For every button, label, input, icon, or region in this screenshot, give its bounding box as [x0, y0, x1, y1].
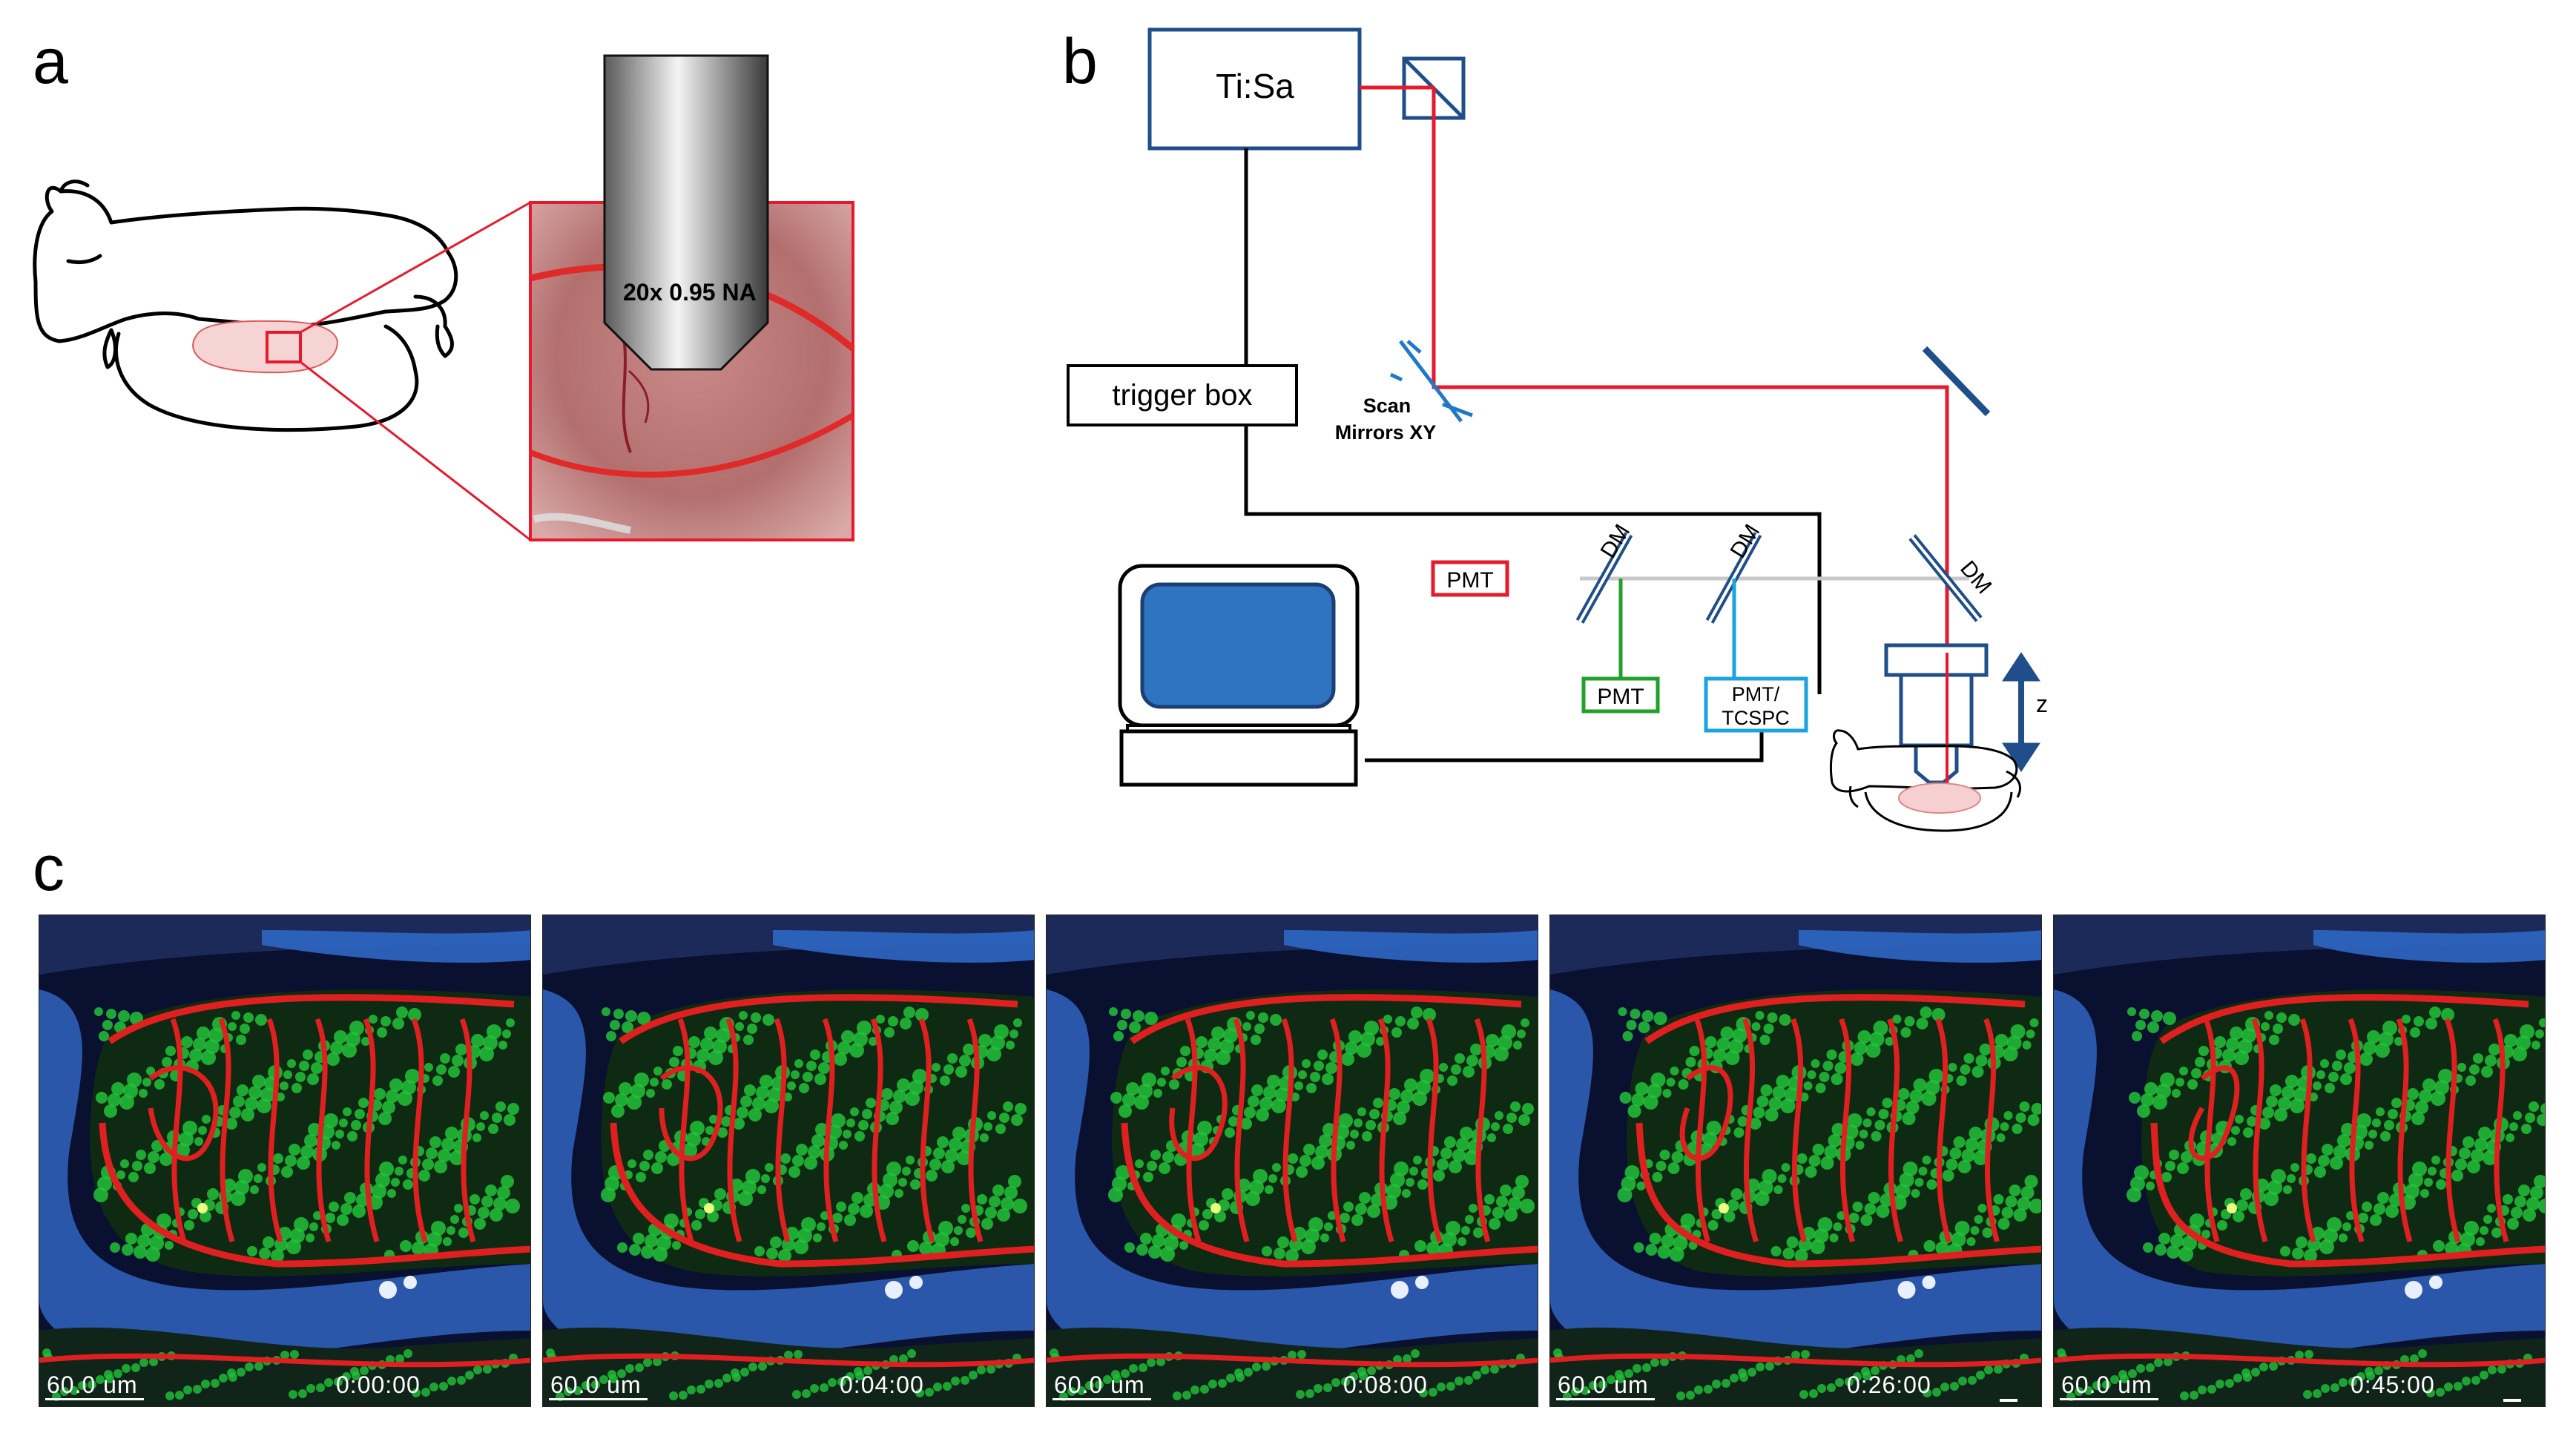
microscopy-image [543, 915, 1034, 1406]
microscope-objective-icon [1884, 643, 1989, 786]
tissue-area [192, 320, 339, 374]
dichroic-mirror-3 [1908, 534, 1983, 622]
timestamp-label: 0:00:00 [336, 1371, 421, 1398]
panel-label-a: a [33, 26, 68, 97]
timelapse-frame: 60.0 um 0:26:00 [1549, 915, 2042, 1407]
timestamp-label: 0:45:00 [2351, 1371, 2435, 1398]
dichroic-mirror-1 [1575, 532, 1633, 624]
z-axis-arrow-icon [2002, 652, 2040, 772]
microscopy-image [39, 915, 530, 1406]
scale-tick [2503, 1399, 2521, 1402]
microscopy-image [2054, 915, 2545, 1406]
fold-mirror-icon [1922, 346, 1991, 417]
pmt-cyan-label-2: TCSPC [1722, 707, 1790, 729]
dm-label-1: DM [1596, 520, 1635, 562]
pmt-red-label: PMT [1446, 568, 1493, 593]
trigger-label: trigger box [1113, 379, 1253, 412]
microscopy-image [1047, 915, 1538, 1406]
panel-label-b: b [1062, 26, 1098, 97]
timelapse-frame: 60.0 um 0:00:00 [39, 915, 531, 1407]
pmt-green-label: PMT [1597, 685, 1644, 709]
scale-tick [2000, 1399, 2017, 1402]
pmt-green-box [1581, 676, 1660, 714]
timelapse-frame: 60.0 um 0:45:00 [2053, 915, 2546, 1407]
scale-bar-label: 60.0 um [1054, 1371, 1145, 1398]
computer-icon [1118, 564, 1360, 787]
small-mouse-drawing [1829, 729, 2021, 832]
panel-b: Ti:Sa trigger box [1067, 27, 2048, 832]
dichroic-mirror-2 [1705, 532, 1762, 624]
z-label: z [2036, 691, 2048, 717]
timestamp-label: 0:04:00 [840, 1371, 924, 1398]
schematic-canvas: 20x 0.95 NA Ti:Sa trigger box [33, 27, 2048, 832]
zoom-region-box [266, 331, 302, 363]
timestamp-label: 0:08:00 [1343, 1371, 1428, 1398]
scale-bar [1053, 1398, 1151, 1400]
mouse-drawing [33, 179, 458, 432]
pmt-cyan-label-1: PMT/ [1732, 683, 1780, 705]
scale-bar-label: 60.0 um [2061, 1371, 2152, 1398]
trigger-box [1067, 364, 1298, 426]
objective-lens: 20x 0.95 NA [603, 54, 769, 371]
laser-label: Ti:Sa [1216, 67, 1294, 105]
laser-box [1147, 27, 1362, 151]
timelapse-frame: 60.0 um 0:04:00 [542, 915, 1035, 1407]
scale-bar-label: 60.0 um [47, 1371, 138, 1398]
panel-a: 20x 0.95 NA [33, 54, 855, 541]
scan-label-2: Mirrors XY [1335, 421, 1437, 444]
small-tissue [1898, 782, 1981, 814]
timelapse-frame: 60.0 um 0:08:00 [1046, 915, 1538, 1407]
scale-bar-label: 60.0 um [550, 1371, 642, 1398]
pmt-cyan-box [1704, 676, 1808, 733]
timestamp-label: 0:26:00 [1847, 1371, 1931, 1398]
cables [1244, 148, 1822, 762]
scale-bar-label: 60.0 um [1558, 1371, 1649, 1398]
scale-bar [45, 1398, 144, 1400]
dm-label-2: DM [1726, 520, 1765, 562]
objective-label: 20x 0.95 NA [623, 279, 757, 306]
panel-label-c: c [33, 833, 65, 904]
scan-mirrors-icon [1389, 340, 1473, 423]
scale-bar [1556, 1398, 1655, 1400]
scale-bar [549, 1398, 648, 1400]
scale-bar [2060, 1398, 2158, 1400]
pmt-red-box [1431, 560, 1509, 597]
microscopy-image [1550, 915, 2041, 1406]
scan-label-1: Scan [1363, 395, 1411, 417]
